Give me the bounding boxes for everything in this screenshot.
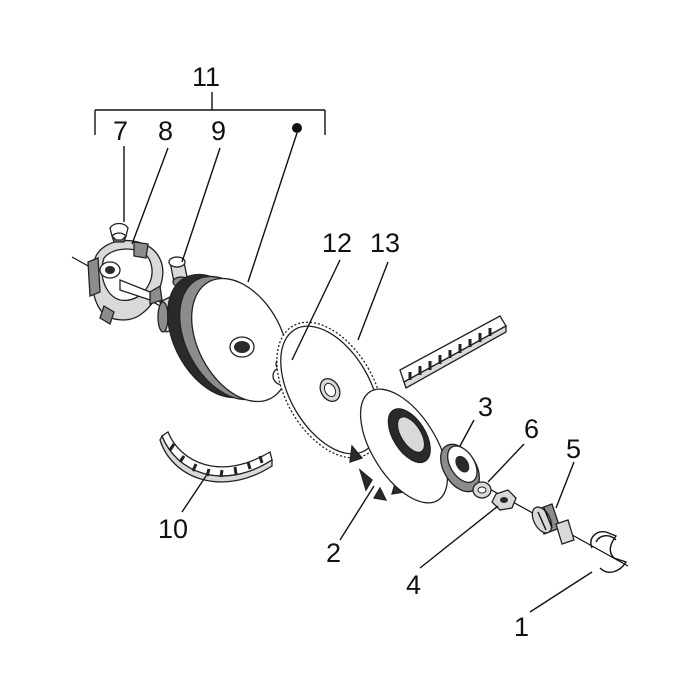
callout-4: 4 [406,570,421,600]
callout-2: 2 [326,538,341,568]
belt-segment-bottom [159,431,273,483]
pinion-gear-part [531,503,575,545]
belt-segment-top [399,315,507,389]
hub-cup-part [440,443,480,493]
callout-7: 7 [113,116,128,146]
leader-lines [123,132,593,613]
callout-3: 3 [478,392,493,422]
callout-5: 5 [566,434,581,464]
movable-drive-face-part [157,273,289,403]
callout-9: 9 [211,116,226,146]
nut-part [491,489,517,511]
callout-8: 8 [158,116,173,146]
callout-6: 6 [524,414,539,444]
callout-13: 13 [370,228,400,258]
washer-part [472,481,492,499]
callout-12: 12 [322,228,352,258]
fixed-drive-face-part [349,388,449,504]
ring-gear-part [276,321,384,459]
slider-clip-part [109,222,129,243]
callout-1: 1 [514,612,529,642]
ramp-plate-part [87,239,164,325]
callout-10: 10 [158,514,188,544]
group-marker-dot [292,123,302,133]
spring-clip-part [590,531,628,573]
group-bracket [94,92,326,135]
callout-11: 11 [192,62,220,92]
